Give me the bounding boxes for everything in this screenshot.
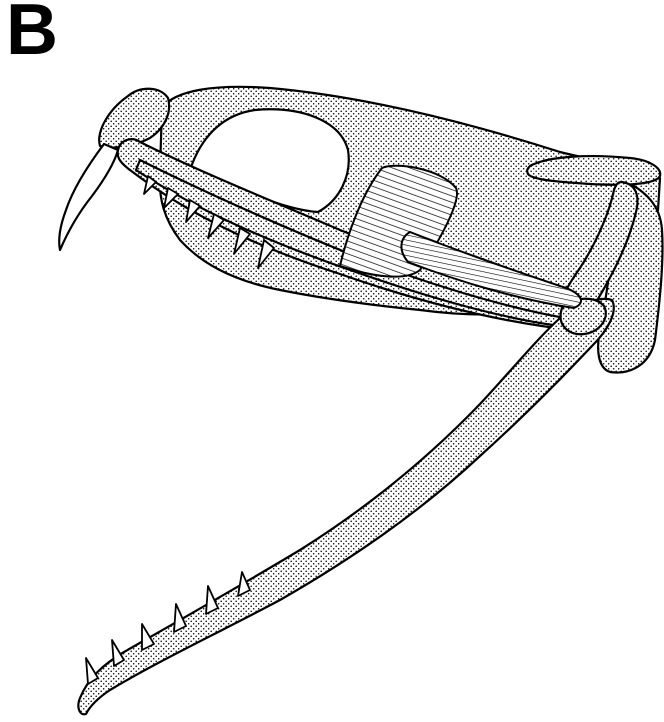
mandible	[78, 299, 613, 714]
fang	[59, 144, 118, 250]
lower-tooth	[86, 658, 98, 684]
supratemporal	[527, 156, 660, 185]
